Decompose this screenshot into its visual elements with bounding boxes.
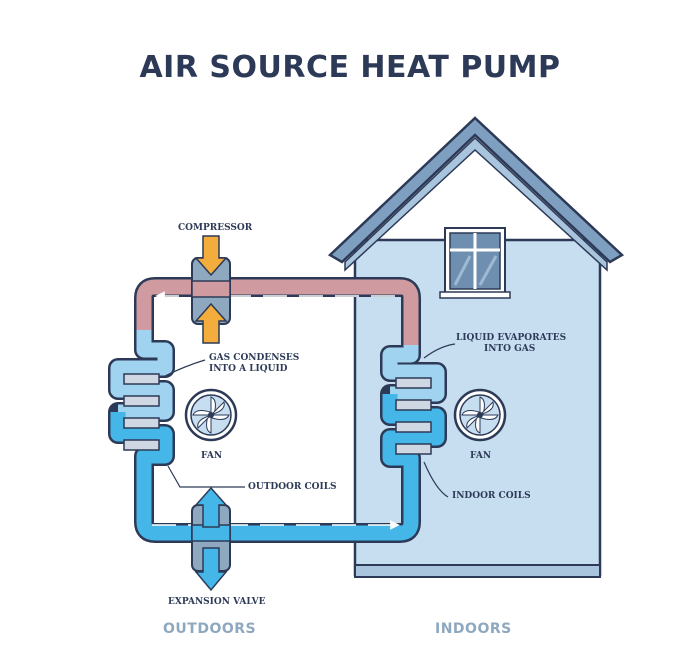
- indoor-coil: [380, 345, 447, 470]
- outdoor-coils-label: OUTDOOR COILS: [248, 482, 337, 492]
- fan-icon: [453, 388, 507, 442]
- outdoor-coil: [108, 330, 175, 470]
- compressor: [191, 235, 231, 344]
- expansion-valve-label: EXPANSION VALVE: [168, 597, 266, 607]
- liquid-evaporates-label: LIQUID EVAPORATES INTO GAS: [456, 333, 567, 354]
- valve-up-arrow: [194, 486, 228, 528]
- house-window: [439, 227, 511, 299]
- diagram-title: AIR SOURCE HEAT PUMP: [139, 50, 561, 85]
- leader-lines: [164, 343, 456, 498]
- house-roof: [327, 116, 625, 264]
- refrigerant-loop: [134, 277, 421, 543]
- compressor-out-arrow: [194, 302, 228, 344]
- gas-condenses-label: GAS CONDENSES INTO A LIQUID: [209, 353, 300, 374]
- expansion-valve: [191, 486, 231, 592]
- indoors-zone-label: INDOORS: [435, 621, 512, 637]
- compressor-label: COMPRESSOR: [178, 223, 253, 233]
- indoor-coils-label: INDOOR COILS: [452, 491, 531, 501]
- cold-pipe: [136, 460, 419, 541]
- fan-icon: [184, 388, 238, 442]
- outdoors-zone-label: OUTDOORS: [163, 621, 257, 637]
- fan-left-label: FAN: [201, 451, 223, 461]
- compressor-in-arrow: [194, 235, 228, 277]
- hot-pipe: [136, 279, 419, 345]
- valve-down-arrow: [194, 547, 228, 592]
- fan-right-label: FAN: [470, 451, 492, 461]
